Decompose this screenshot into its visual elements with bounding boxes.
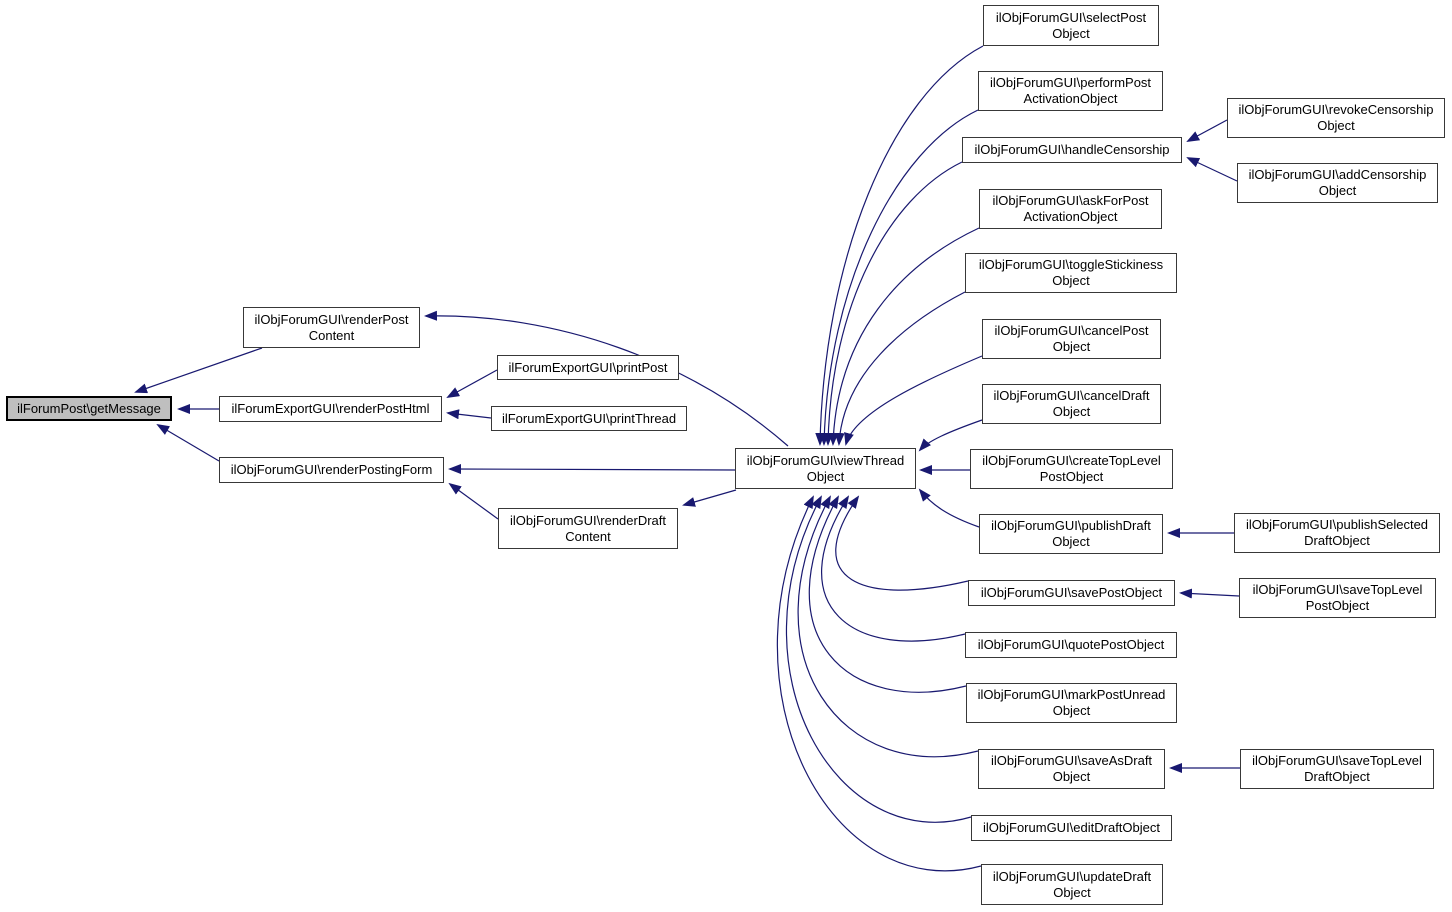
graph-node-getMessage: ilForumPost\getMessage: [6, 396, 172, 421]
graph-node-handleCensorship[interactable]: ilObjForumGUI\handleCensorship: [962, 137, 1182, 163]
edge-handleCensorship-to-viewThread: [823, 161, 963, 446]
graph-node-viewThread[interactable]: ilObjForumGUI\viewThread Object: [735, 448, 916, 489]
graph-node-askForPost[interactable]: ilObjForumGUI\askForPost ActivationObjec…: [979, 189, 1162, 229]
graph-node-editDraft[interactable]: ilObjForumGUI\editDraftObject: [971, 815, 1172, 841]
edge-editDraft-to-viewThread: [785, 495, 972, 823]
edge-savePost-to-viewThread: [835, 495, 969, 591]
edge-renderPostContent-to-getMessage: [134, 347, 263, 394]
edge-quotePost-to-viewThread: [820, 495, 966, 642]
graph-node-renderPostContent[interactable]: ilObjForumGUI\renderPost Content: [243, 307, 420, 348]
graph-node-addCensorship[interactable]: ilObjForumGUI\addCensorship Object: [1237, 163, 1438, 203]
graph-node-saveAsDraft[interactable]: ilObjForumGUI\saveAsDraft Object: [978, 749, 1165, 789]
edge-viewThread-to-renderDraftContent: [682, 489, 737, 507]
edge-renderDraftContent-to-renderPostingForm: [448, 482, 499, 520]
graph-node-publishDraft[interactable]: ilObjForumGUI\publishDraft Object: [979, 514, 1163, 554]
graph-node-savePost[interactable]: ilObjForumGUI\savePostObject: [968, 580, 1175, 606]
edge-viewThread-to-renderPostContent: [424, 310, 789, 447]
graph-node-toggleStickiness[interactable]: ilObjForumGUI\toggleStickiness Object: [965, 253, 1177, 293]
edge-cancelPost-to-viewThread: [844, 355, 983, 446]
graph-node-printThread[interactable]: ilForumExportGUI\printThread: [491, 406, 687, 431]
graph-node-cancelDraft[interactable]: ilObjForumGUI\cancelDraft Object: [982, 384, 1161, 424]
edge-cancelDraft-to-viewThread: [918, 419, 983, 452]
edge-revokeCensorship-to-handleCensorship: [1186, 119, 1228, 142]
graph-node-printPost[interactable]: ilForumExportGUI\printPost: [497, 355, 679, 380]
graph-node-cancelPost[interactable]: ilObjForumGUI\cancelPost Object: [982, 319, 1161, 359]
graph-node-performPost[interactable]: ilObjForumGUI\performPost ActivationObje…: [978, 71, 1163, 111]
edge-toggleStickiness-to-viewThread: [834, 291, 966, 446]
edge-printPost-to-renderPostHtml: [446, 369, 498, 398]
edge-markPostUnread-to-viewThread: [808, 495, 967, 693]
graph-node-saveTopLevelPost[interactable]: ilObjForumGUI\saveTopLevel PostObject: [1239, 578, 1436, 618]
graph-node-renderPostingForm[interactable]: ilObjForumGUI\renderPostingForm: [219, 457, 444, 483]
edge-addCensorship-to-handleCensorship: [1186, 157, 1238, 182]
graph-node-createTopLevelPost[interactable]: ilObjForumGUI\createTopLevel PostObject: [970, 449, 1173, 489]
graph-node-quotePost[interactable]: ilObjForumGUI\quotePostObject: [965, 632, 1177, 658]
graph-node-markPostUnread[interactable]: ilObjForumGUI\markPostUnread Object: [966, 683, 1177, 723]
edge-viewThread-to-renderPostingForm: [448, 464, 736, 475]
graph-node-updateDraft[interactable]: ilObjForumGUI\updateDraft Object: [981, 864, 1163, 905]
graph-node-selectPost[interactable]: ilObjForumGUI\selectPost Object: [983, 5, 1159, 46]
graph-node-publishSelectedDraft[interactable]: ilObjForumGUI\publishSelected DraftObjec…: [1234, 513, 1440, 553]
graph-node-renderDraftContent[interactable]: ilObjForumGUI\renderDraft Content: [498, 508, 678, 549]
graph-node-saveTopLevelDraft[interactable]: ilObjForumGUI\saveTopLevel DraftObject: [1240, 749, 1434, 789]
edge-performPost-to-viewThread: [819, 109, 979, 446]
edge-printThread-to-renderPostHtml: [446, 409, 492, 420]
edge-saveAsDraft-to-viewThread: [797, 495, 979, 758]
graph-node-renderPostHtml[interactable]: ilForumExportGUI\renderPostHtml: [219, 396, 442, 422]
edge-updateDraft-to-viewThread: [776, 495, 982, 872]
edge-publishDraft-to-viewThread: [918, 488, 980, 528]
edge-selectPost-to-viewThread: [815, 45, 984, 446]
edge-renderPostingForm-to-getMessage: [156, 423, 220, 462]
edge-saveTopLevelPost-to-savePost: [1179, 588, 1240, 599]
graph-node-revokeCensorship[interactable]: ilObjForumGUI\revokeCensorship Object: [1227, 98, 1445, 138]
edge-askForPost-to-viewThread: [828, 227, 980, 446]
